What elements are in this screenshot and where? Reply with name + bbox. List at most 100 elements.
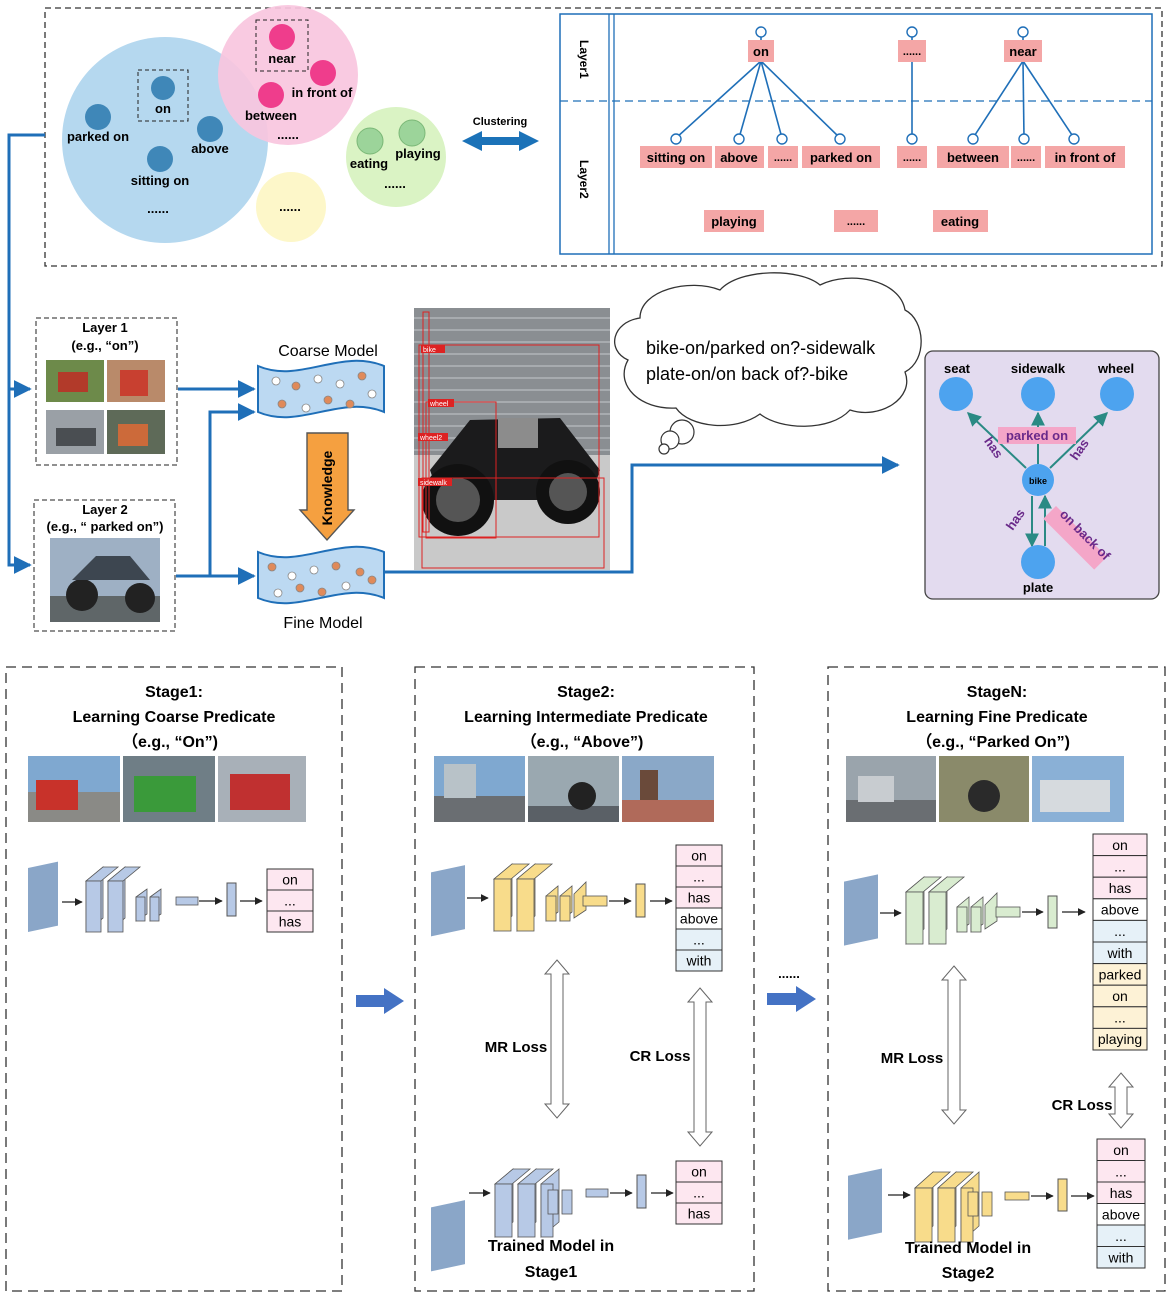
class-label: on [691, 1164, 707, 1180]
layer1-thumbnails [46, 360, 165, 454]
stageN-trained-line2: Stage2 [942, 1265, 995, 1282]
near-label: near [268, 51, 295, 66]
node-seat [939, 377, 973, 411]
thought-line-1: bike-on/parked on?-sidewalk [646, 338, 876, 358]
stage1-class-list: on...has [266, 868, 314, 933]
layer2-axis-label: Layer2 [577, 160, 591, 199]
class-label: above [1102, 1206, 1140, 1222]
class-cell [675, 1202, 723, 1225]
sitting-on-label: sitting on [131, 173, 190, 188]
label-bike: bike [1029, 476, 1047, 486]
stageN-fc-layer [1047, 895, 1058, 929]
above-node [197, 116, 223, 142]
flow-lines [7, 133, 900, 585]
model-section: Layer 1 (e.g., “on”) Layer 2 (e.g., “ pa… [7, 133, 1160, 632]
stage2-trained-input-image [431, 1200, 465, 1272]
fine-model-dots [267, 561, 377, 598]
stage2-panel: Stage2: Learning Intermediate Predicate … [414, 666, 755, 1292]
playing-label: playing [395, 146, 441, 161]
detection-label-wheel2: wheel2 [419, 435, 442, 442]
unassigned-tag-dots: ...... [847, 216, 865, 228]
label-seat: seat [944, 361, 971, 376]
coarse-model-label: Coarse Model [278, 343, 378, 360]
in-front-of-node [310, 60, 336, 86]
class-label: ... [1114, 923, 1126, 939]
stageN-cr-loss: CR Loss [1052, 1097, 1113, 1114]
layer2-thumbnail [50, 538, 160, 622]
stage2-trained-line2: Stage1 [525, 1264, 578, 1281]
on-label: on [155, 101, 171, 116]
layer2-tag-dots-2: ...... [903, 152, 921, 164]
layer2-tag-in-front-of: in front of [1055, 150, 1116, 165]
in-front-of-label: in front of [292, 85, 353, 100]
class-cell [1096, 1246, 1146, 1269]
green-cluster-dots: ...... [384, 176, 406, 191]
class-label: on [1113, 1142, 1129, 1158]
unassigned-tag-eating: eating [941, 214, 979, 229]
stage1-subtitle: Learning Coarse Predicate [73, 709, 276, 726]
class-label: ... [284, 893, 296, 909]
detection-photo: bike wheel wheel2 sidewalk [414, 308, 610, 570]
class-label: ... [693, 1185, 705, 1201]
class-label: on [1112, 837, 1128, 853]
stageN-network [904, 876, 1021, 945]
node-plate [1021, 545, 1055, 579]
parked-on-label: parked on [67, 129, 129, 144]
sitting-on-node [147, 146, 173, 172]
stage1-photos [28, 756, 306, 822]
yellow-cluster-dots: ...... [279, 199, 301, 214]
layer2-tag-parked-on: parked on [810, 150, 872, 165]
stageN-title: StageN: [967, 684, 1027, 701]
class-label: ... [693, 869, 705, 885]
stage2-subtitle: Learning Intermediate Predicate [464, 709, 708, 726]
label-sidewalk: sidewalk [1011, 361, 1066, 376]
class-cell [675, 949, 723, 972]
layer2-tag-dots-3: ...... [1017, 152, 1035, 164]
clustering-label: Clustering [473, 116, 527, 128]
unassigned-tag-playing: playing [711, 214, 757, 229]
node-wheel [1100, 377, 1134, 411]
layer1-title: Layer 1 [82, 320, 128, 335]
class-label: has [688, 890, 711, 906]
stage2-network [492, 863, 608, 932]
parked-on-node [85, 104, 111, 130]
class-cell [1092, 1027, 1148, 1051]
on-highlight-box [137, 69, 189, 122]
stage2-fc-layer [635, 883, 646, 918]
stage1-network [84, 866, 199, 933]
stage1-panel: Stage1: Learning Coarse Predicate （e.g.,… [5, 666, 343, 1292]
hierarchy-anchor-circles [670, 26, 1080, 145]
detection-label-bike: bike [423, 347, 436, 354]
pink-cluster [218, 5, 358, 145]
class-label: has [688, 1206, 711, 1222]
layer2-tag-between: between [947, 150, 999, 165]
yellow-cluster [256, 172, 326, 242]
class-label: on [1112, 988, 1128, 1004]
stage1-title: Stage1: [145, 684, 203, 701]
layer2-title: Layer 2 [82, 502, 128, 517]
clustering-section: on parked on above sitting on ...... nea… [44, 5, 1163, 267]
class-label: ... [1114, 1010, 1126, 1026]
pink-cluster-dots: ...... [277, 127, 299, 142]
coarse-model-flag [257, 359, 385, 419]
layer1-tag-near: near [1009, 44, 1036, 59]
class-label: with [1107, 945, 1133, 961]
between-label: between [245, 108, 297, 123]
knowledge-label: Knowledge [319, 450, 335, 525]
stage1-example: （e.g., “On”) [122, 733, 218, 751]
layer2-tag-above: above [720, 150, 758, 165]
class-cell [266, 910, 314, 933]
class-label: playing [1098, 1031, 1142, 1047]
stage2-input-image [431, 865, 465, 937]
stage2-mr-loss: MR Loss [485, 1039, 548, 1056]
stage1-fc-layer [226, 882, 237, 917]
thought-line-2: plate-on/on back of?-bike [646, 364, 848, 384]
stageN-subtitle: Learning Fine Predicate [906, 709, 1087, 726]
stageN-trained-line1: Trained Model in [905, 1240, 1031, 1257]
stageN-photos [846, 756, 1124, 822]
stageN-input-image [844, 874, 878, 946]
layer1-tag-dots: ...... [903, 46, 921, 58]
